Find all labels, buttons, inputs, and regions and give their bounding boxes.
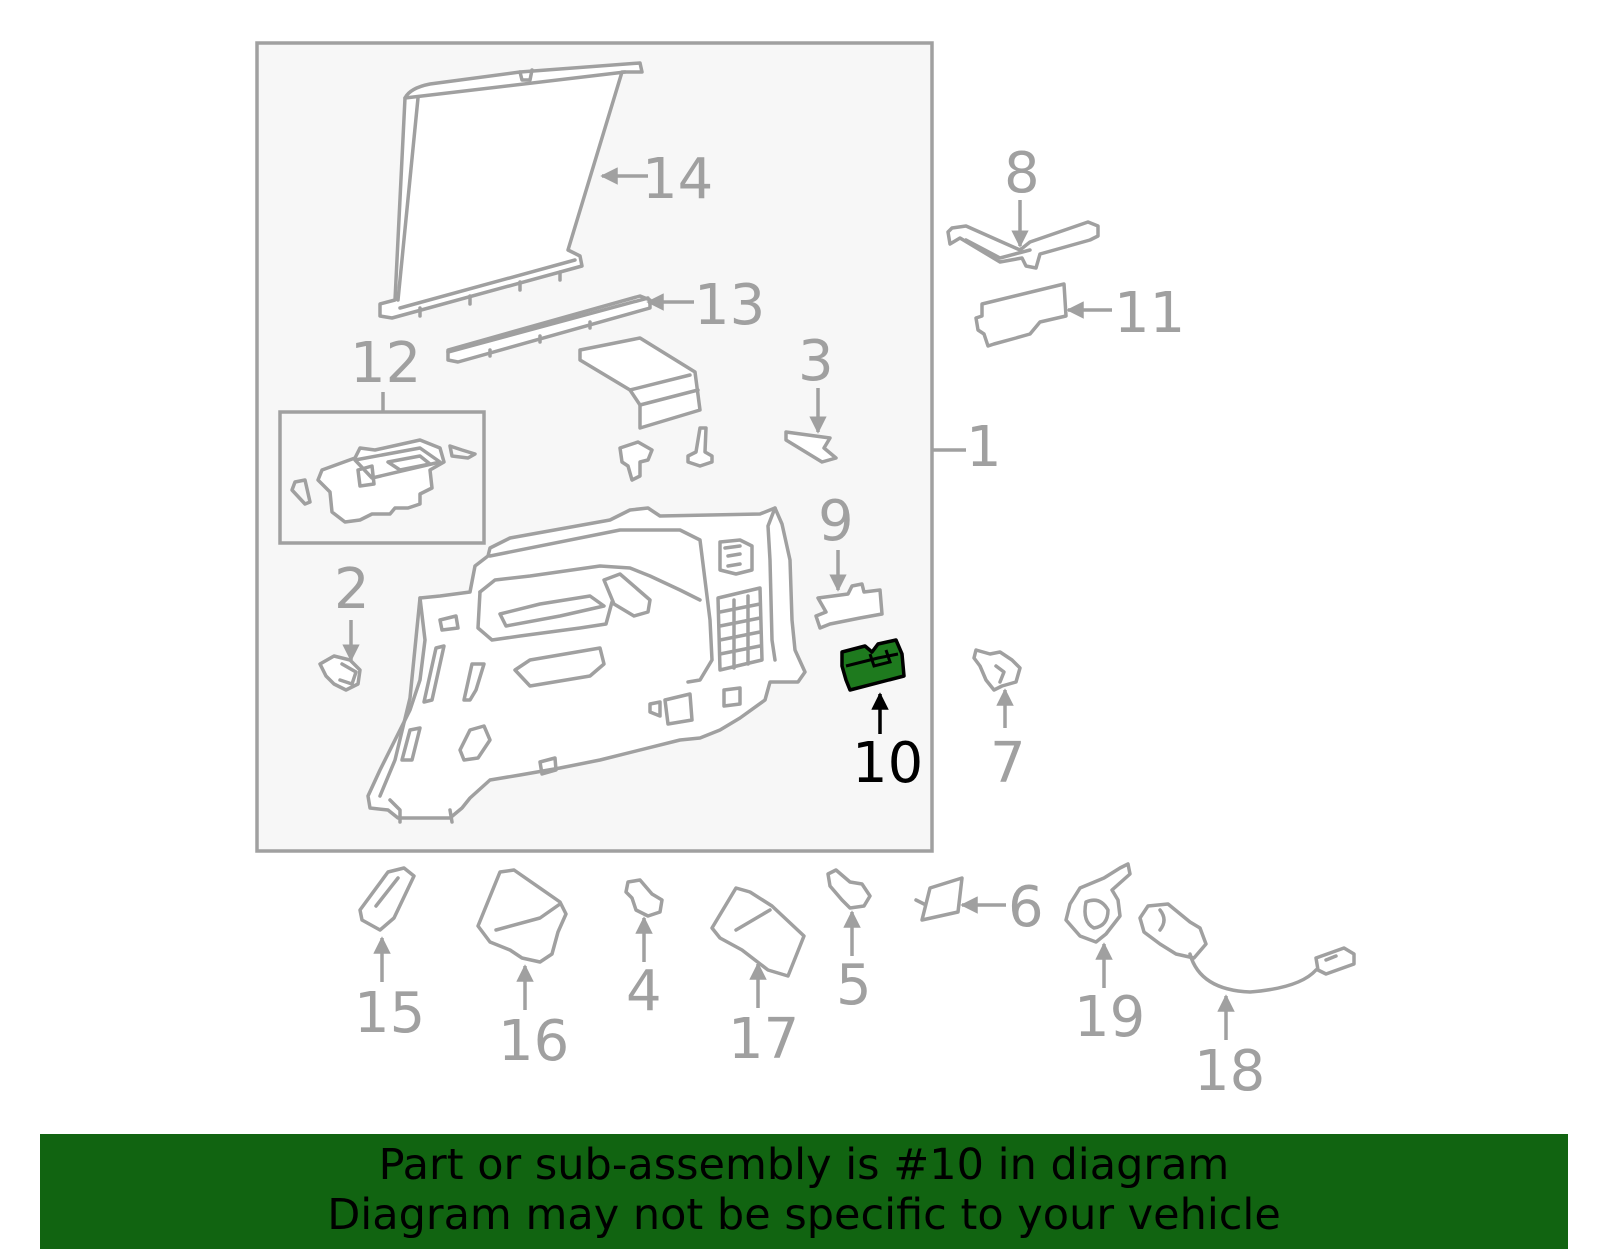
part-19-holder <box>1064 862 1132 944</box>
callout-11: 11 <box>1114 281 1185 346</box>
callout-5: 5 <box>836 953 872 1018</box>
trim-piece <box>578 336 702 430</box>
part-9-bracket <box>814 582 884 630</box>
info-banner: Part or sub-assembly is #10 in diagram D… <box>40 1134 1568 1249</box>
callout-8: 8 <box>1004 141 1040 206</box>
callout-18: 18 <box>1194 1039 1265 1104</box>
banner-line-1: Part or sub-assembly is #10 in diagram <box>378 1140 1230 1190</box>
callout-15: 15 <box>354 981 425 1046</box>
small-clip <box>618 440 654 482</box>
part-18-socket <box>1138 902 1356 994</box>
part-3-clip <box>784 430 838 464</box>
part-6-plate <box>914 876 964 922</box>
callout-17: 17 <box>728 1007 799 1072</box>
part-14-cargo-screen <box>378 61 644 320</box>
parts-diagram: 14 13 12 3 1 9 2 10 7 8 11 15 16 4 17 5 … <box>255 41 1356 1104</box>
callout-12: 12 <box>350 331 421 396</box>
callout-2: 2 <box>334 557 370 622</box>
banner-line-2: Diagram may not be specific to your vehi… <box>327 1190 1281 1240</box>
part-12-switch <box>290 438 477 524</box>
part-17-block <box>710 886 806 978</box>
callout-19: 19 <box>1074 985 1145 1050</box>
part-2-bolt <box>318 654 362 692</box>
callout-1: 1 <box>966 415 1002 480</box>
callout-16: 16 <box>498 1009 569 1074</box>
callout-6: 6 <box>1008 875 1044 940</box>
callout-4: 4 <box>626 959 662 1024</box>
part-15-pad <box>358 866 416 932</box>
part-5-bolt <box>826 868 872 910</box>
part-11-pad <box>974 282 1068 348</box>
part-8-bracket <box>946 220 1100 270</box>
part-4-bolt <box>624 878 664 918</box>
callout-10: 10 <box>852 731 923 796</box>
callout-numbers: 14 13 12 3 1 9 2 10 7 8 11 15 16 4 17 5 … <box>334 141 1265 1104</box>
part-7-clip <box>972 648 1022 692</box>
callout-3: 3 <box>798 329 834 394</box>
callout-9: 9 <box>818 489 854 554</box>
part-10-highlighted <box>840 638 906 692</box>
callout-13: 13 <box>694 273 765 338</box>
part-1-quarter-trim <box>366 506 807 824</box>
leader-lines <box>342 167 1235 1040</box>
callout-7: 7 <box>990 731 1026 796</box>
callout-14: 14 <box>642 147 713 212</box>
part-16-block <box>476 868 568 964</box>
pin <box>686 426 714 468</box>
